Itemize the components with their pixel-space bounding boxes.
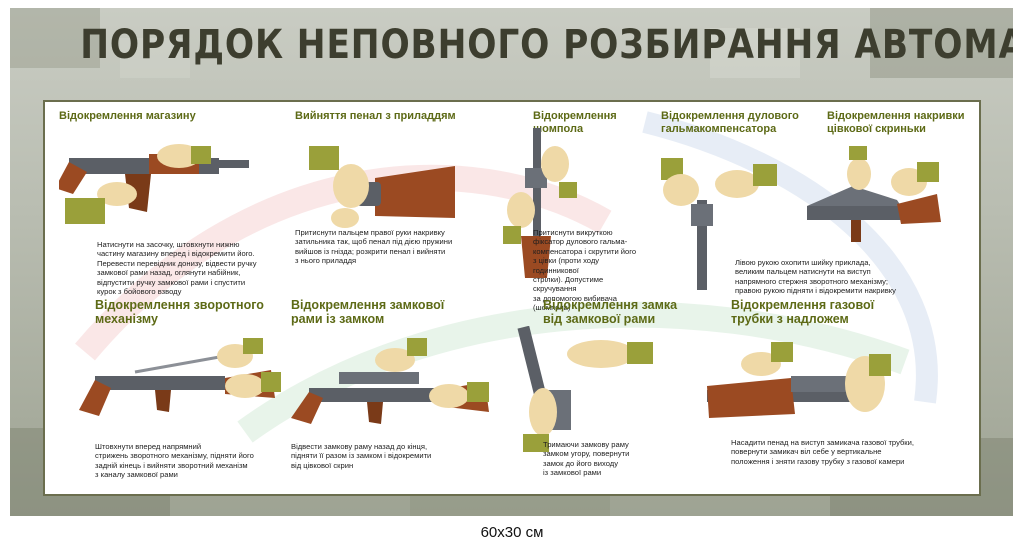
step-text: Натиснути на засочку, штовхнути нижню ча…: [97, 240, 257, 297]
step-text: Притиснути викруткою фіксатор дулового г…: [533, 228, 637, 313]
step-text: Тримаючи замкову раму замком угору, пове…: [543, 440, 630, 478]
step-magazine: Відокремлення магазину Натиснути на засо…: [59, 110, 269, 296]
step-gas-tube: Відокремлення газової трубки з надложем …: [707, 298, 971, 488]
step-bolt: Відокремлення замка від замкової рами Тр…: [517, 298, 713, 488]
step-title: Відокремлення дулового гальмакомпенсатор…: [661, 110, 799, 135]
receiver-cover-illustration: [807, 146, 941, 242]
step-title: Відокремлення замка від замкової рами: [543, 298, 678, 326]
step-text: Лівою рукою охопити шийку приклада, вели…: [735, 258, 896, 296]
stock-kit-illustration: [309, 146, 455, 228]
step-title: Відокремлення замкової рами із замком: [291, 298, 445, 326]
poster: ПОРЯДОК НЕПОВНОГО РОЗБИРАННЯ АВТОМАТА Ві…: [10, 8, 1013, 516]
step-bolt-carrier: Відокремлення замкової рами із замком Ві…: [291, 298, 511, 488]
step-cleaning-rod: Відокремлення шомпола Притиснути викрутк…: [503, 110, 653, 312]
recoil-spring-illustration: [79, 338, 281, 416]
rifle-magazine-illustration: [59, 144, 249, 224]
step-title: Відокремлення шомпола: [533, 110, 617, 135]
instruction-panel: Відокремлення магазину Натиснути на засо…: [43, 100, 981, 496]
step-text: Притиснути пальцем правої руки накривку …: [295, 228, 453, 266]
step-title: Вийняття пенал з приладдям: [295, 110, 456, 122]
step-recoil-spring: Відокремлення зворотного механізму Штовх…: [79, 298, 305, 488]
step-cleaning-kit: Вийняття пенал з приладдям Притиснути па…: [295, 110, 495, 290]
bolt-illustration: [517, 326, 653, 452]
gas-tube-illustration: [707, 342, 891, 418]
step-title: Відокремлення накривки цівкової скриньки: [827, 110, 965, 135]
cleaning-rod-illustration: [503, 128, 577, 278]
step-receiver-cover: Відокремлення накривки цівкової скриньки…: [735, 110, 977, 300]
poster-size-label: 60х30 см: [480, 524, 544, 541]
step-title: Відокремлення зворотного механізму: [95, 298, 264, 326]
step-text: Відвести замкову раму назад до кінця, пі…: [291, 442, 432, 470]
page-title: ПОРЯДОК НЕПОВНОГО РОЗБИРАННЯ АВТОМАТА: [80, 22, 1013, 68]
bolt-carrier-illustration: [291, 338, 489, 424]
step-text: Насадити пенад на виступ замикача газово…: [731, 438, 914, 466]
step-text: Штовхнути вперед напрямний стрижень звор…: [95, 442, 254, 480]
step-title: Відокремлення магазину: [59, 110, 196, 122]
step-title: Відокремлення газової трубки з надложем: [731, 298, 875, 326]
muzzle-brake-illustration: [661, 158, 777, 290]
step-muzzle-brake: Відокремлення дулового гальмакомпенсатор…: [661, 110, 821, 300]
